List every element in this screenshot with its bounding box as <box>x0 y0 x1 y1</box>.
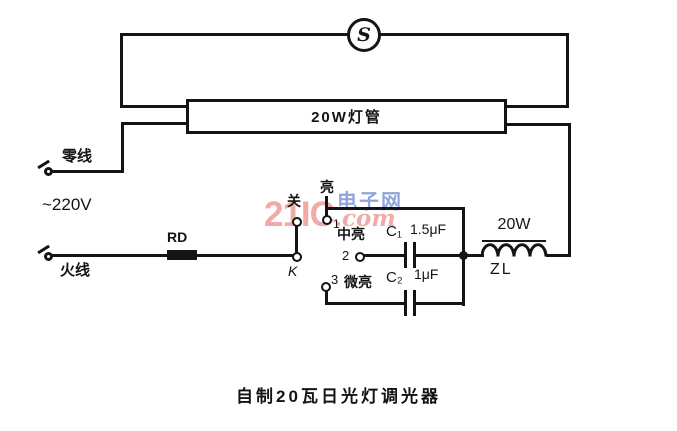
wire-switch-blade <box>295 225 298 256</box>
lamp-tube: 20W灯管 <box>186 99 507 134</box>
switch-pos1-contact <box>322 215 332 225</box>
switch-pos1-label: 亮 <box>320 179 334 195</box>
wire-right-vertical-lower <box>568 123 571 257</box>
ballast-power-label: 20W <box>497 216 531 233</box>
switch-off-label: 关 <box>287 193 301 209</box>
fuse-body <box>167 250 197 260</box>
capacitor2-plate-right <box>413 290 416 316</box>
capacitor1-name: C₁ <box>386 223 402 240</box>
live-wire-label: 火线 <box>60 262 91 279</box>
neutral-wire-label: 零线 <box>62 148 93 165</box>
wire-top <box>121 33 569 36</box>
ballast-power-underline <box>482 240 546 242</box>
junction-dot <box>459 251 468 260</box>
switch-pos3-label: 微亮 <box>344 274 372 290</box>
capacitor1-value: 1.5μF <box>410 221 447 237</box>
switch-pos3-number: 3 <box>331 272 339 287</box>
switch-pos2-number: 2 <box>342 248 350 263</box>
ballast-name-label: ZL <box>490 261 513 278</box>
switch-off-contact <box>292 217 302 227</box>
wire-ballast-left <box>464 254 484 257</box>
live-terminal <box>44 252 53 261</box>
lamp-label: 20W灯管 <box>311 109 382 126</box>
wire-pos1-branch <box>326 207 465 210</box>
capacitor1-plate-left <box>404 242 407 268</box>
voltage-label: ~220V <box>42 195 92 214</box>
switch-pos1-number: 1 <box>333 217 340 231</box>
wire-pos3-branch <box>325 302 406 305</box>
wire-ballast-right <box>546 254 571 257</box>
wire-left-vertical-lower <box>121 122 124 173</box>
switch-common-label: K <box>288 263 298 279</box>
capacitor2-value: 1μF <box>414 266 439 282</box>
wire-lamp-left-bottom-pin <box>121 122 187 125</box>
neutral-terminal <box>44 167 53 176</box>
switch-common-pole <box>292 252 302 262</box>
capacitor2-plate-left <box>404 290 407 316</box>
ballast-inductor-coil <box>481 243 548 257</box>
wire-left-vertical-upper <box>120 33 123 108</box>
capacitor2-name: C₂ <box>386 269 403 286</box>
wire-lamp-right-bottom-pin <box>505 123 571 126</box>
switch-pos2-label: 中亮 <box>337 226 365 242</box>
fuse-label: RD <box>167 229 188 245</box>
wire-right-vertical-upper <box>566 33 569 108</box>
starter-symbol: S <box>347 18 381 52</box>
switch-pos3-contact <box>321 282 331 292</box>
wire-c2-output <box>416 302 464 305</box>
wire-neutral <box>48 170 124 173</box>
capacitor1-plate-right <box>413 242 416 268</box>
diagram-caption: 自制20瓦日光灯调光器 <box>236 387 441 406</box>
wire-lamp-left-top-pin <box>120 105 187 108</box>
wire-pos3-stem <box>325 290 328 305</box>
starter-label: S <box>357 24 371 46</box>
switch-pos2-contact <box>355 252 365 262</box>
watermark-domain-suffix: .com <box>334 205 396 232</box>
wire-c1-output <box>416 254 464 257</box>
wire-pos2-branch <box>364 254 406 257</box>
wire-lamp-right-top-pin <box>505 105 569 108</box>
